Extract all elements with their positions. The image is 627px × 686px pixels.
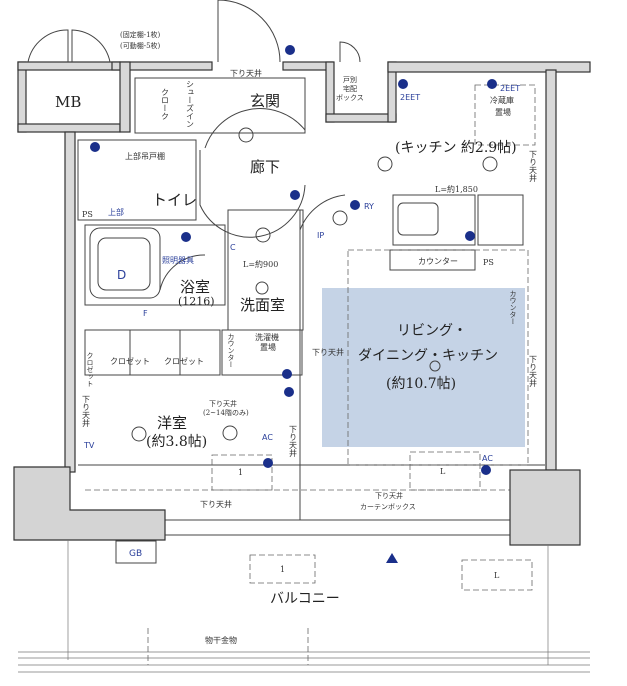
delivery-box-2: 宅配	[343, 84, 357, 93]
fridge-label-1: 冷蔵庫	[490, 95, 514, 105]
gb-box	[115, 540, 157, 564]
eet-label-2: 2EET	[500, 84, 520, 93]
light-icons	[131, 127, 498, 442]
unit-l-balcony: L	[494, 571, 500, 580]
western-room-size: (約3.8帖)	[146, 434, 207, 450]
mb-label: MB	[55, 93, 81, 111]
ac-label-2: AC	[482, 454, 493, 463]
dropped-ceiling-kitchen: 下り天井	[529, 150, 538, 183]
delivery-box-3: ボックス	[336, 94, 364, 102]
ps-label: PS	[82, 210, 93, 219]
dropped-ceiling-ldk-bottom: 下り天井	[375, 491, 403, 500]
counter-label: カウンター	[418, 257, 458, 266]
gb-label: GB	[129, 549, 142, 559]
balcony-label: バルコニー	[270, 591, 340, 607]
dropped-ceiling-mid: 下り天井	[289, 425, 298, 458]
bath-d-label: D	[117, 268, 126, 282]
drying-hardware-label: 物干金物	[205, 635, 237, 645]
delivery-box-1: 戸別	[343, 75, 357, 84]
dropped-ceiling-ldk-left: 下り天井	[312, 347, 344, 357]
dropped-ceiling-label: 下り天井	[230, 68, 262, 78]
ldk-highlight	[322, 288, 525, 447]
washroom-label: 洗面室	[240, 296, 285, 314]
ldk-label-2: ダイニング・キッチン	[358, 348, 498, 364]
dropped-ceiling-bottom: 下り天井	[200, 499, 232, 509]
bathroom-label: 浴室	[180, 278, 210, 296]
shelf-note-1: (固定棚-1枚)	[120, 30, 161, 39]
unit-1-balcony: 1	[280, 565, 285, 574]
kitchen-ps-label: PS	[483, 258, 494, 267]
partitions	[77, 77, 545, 591]
entrance-label: 玄関	[250, 92, 280, 110]
ldk-size: (約10.7帖)	[386, 376, 456, 392]
kitchen-label: (キッチン 約2.9帖)	[395, 140, 517, 156]
washer-label-2: 置場	[260, 342, 276, 352]
upper-cabinet-label: 上部吊戸棚	[125, 151, 165, 161]
column-right	[509, 469, 581, 546]
floor-counter-label: カウンター	[509, 290, 517, 325]
ry-label: RY	[364, 202, 374, 211]
lighting-label: 照明器具	[162, 256, 194, 265]
dropped-ceiling-bedroom: 下り天井	[209, 399, 237, 408]
dropped-ceiling-floors: (2~14階のみ)	[203, 408, 249, 417]
c-label: C	[230, 243, 236, 252]
toilet-label: トイレ	[152, 191, 197, 209]
unit-l-label: L	[440, 467, 446, 476]
vanity-length: L=約900	[243, 259, 278, 269]
upper-label: 上部	[108, 207, 124, 217]
washer-label-1: 洗濯機	[255, 332, 279, 342]
tv-label: TV	[83, 441, 95, 450]
ac-label-1: AC	[262, 433, 273, 442]
hallway-label: 廊下	[250, 158, 280, 176]
cloak-label: クローク	[161, 88, 170, 120]
unit-1-label: 1	[238, 468, 243, 477]
closet-label-1: クロゼット	[110, 356, 150, 366]
closet-label-2: クロゼット	[164, 356, 204, 366]
kitchen-length: L=約1,850	[435, 184, 478, 194]
entry-marker-icon	[386, 553, 398, 563]
dropped-ceiling-left: 下り天井	[82, 395, 91, 428]
bath-f-label: F	[143, 309, 148, 318]
ip-label: IP	[317, 231, 324, 240]
closet-small-label: クロゼット	[86, 352, 94, 387]
counter-vertical: カウンター	[227, 333, 235, 368]
eet-label: 2EET	[400, 93, 420, 102]
ldk-label-1: リビング・	[397, 323, 467, 339]
outlet-icons	[90, 45, 497, 475]
dropped-ceiling-ldk-right: 下り天井	[529, 355, 538, 388]
bathroom-size: (1216)	[178, 295, 215, 308]
shelf-note-2: (可動棚-5枚)	[120, 41, 161, 50]
column-left	[13, 466, 166, 541]
balcony-railing	[18, 540, 590, 673]
shoes-in-label: シューズイン	[186, 80, 195, 128]
walls	[17, 61, 591, 473]
curtain-box-label: カーテンボックス	[360, 503, 416, 511]
fridge-label-2: 置場	[495, 107, 511, 117]
western-room-label: 洋室	[157, 414, 187, 432]
